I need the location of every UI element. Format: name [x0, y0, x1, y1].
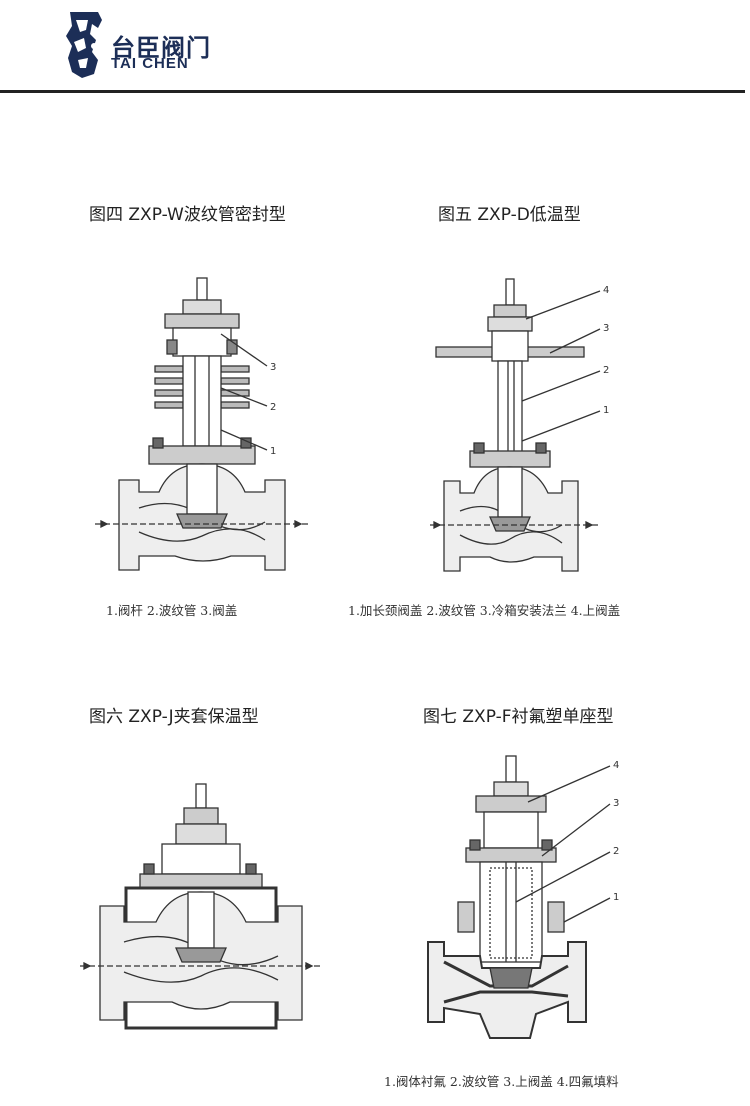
figure-6-drawing — [80, 783, 320, 1030]
figure-7-callout-4: 4 — [613, 760, 619, 771]
figure-5-title: 图五 ZXP-D低温型 — [438, 205, 581, 225]
brand-name-en: TAI CHEN — [111, 55, 189, 72]
figure-4-callout-3: 3 — [270, 362, 276, 373]
figure-5-callout-2: 2 — [603, 365, 609, 376]
figure-7-callout-3: 3 — [613, 798, 619, 809]
figure-4-caption: 1.阀杆 2.波纹管 3.阀盖 — [106, 603, 238, 618]
page-header: 台臣阀门 TAI CHEN — [0, 0, 750, 96]
figure-4-title: 图四 ZXP-W波纹管密封型 — [89, 205, 286, 225]
header-divider — [0, 90, 745, 93]
figure-7-drawing: 4 3 2 1 — [427, 755, 619, 1039]
figure-4-callout-2: 2 — [270, 402, 276, 413]
brand-logo-icon — [66, 12, 102, 78]
figure-7-title: 图七 ZXP-F衬氟塑单座型 — [423, 707, 614, 727]
figure-7-caption: 1.阀体衬氟 2.波纹管 3.上阀盖 4.四氟填料 — [384, 1074, 619, 1089]
figure-5-callout-4: 4 — [603, 285, 609, 296]
figure-5-callout-1: 1 — [603, 405, 609, 416]
figure-5-drawing: 4 3 2 1 — [430, 278, 609, 572]
figure-5-caption: 1.加长颈阀盖 2.波纹管 3.冷箱安装法兰 4.上阀盖 — [348, 603, 621, 618]
figure-7-callout-2: 2 — [613, 846, 619, 857]
figure-4-callout-1: 1 — [270, 446, 276, 457]
figure-4-drawing: 3 2 1 — [95, 277, 309, 571]
figure-6-title: 图六 ZXP-J夹套保温型 — [89, 707, 259, 727]
figure-5-callout-3: 3 — [603, 323, 609, 334]
figure-7-callout-1: 1 — [613, 892, 619, 903]
brand-name-cn: 台臣阀门 — [111, 34, 211, 62]
